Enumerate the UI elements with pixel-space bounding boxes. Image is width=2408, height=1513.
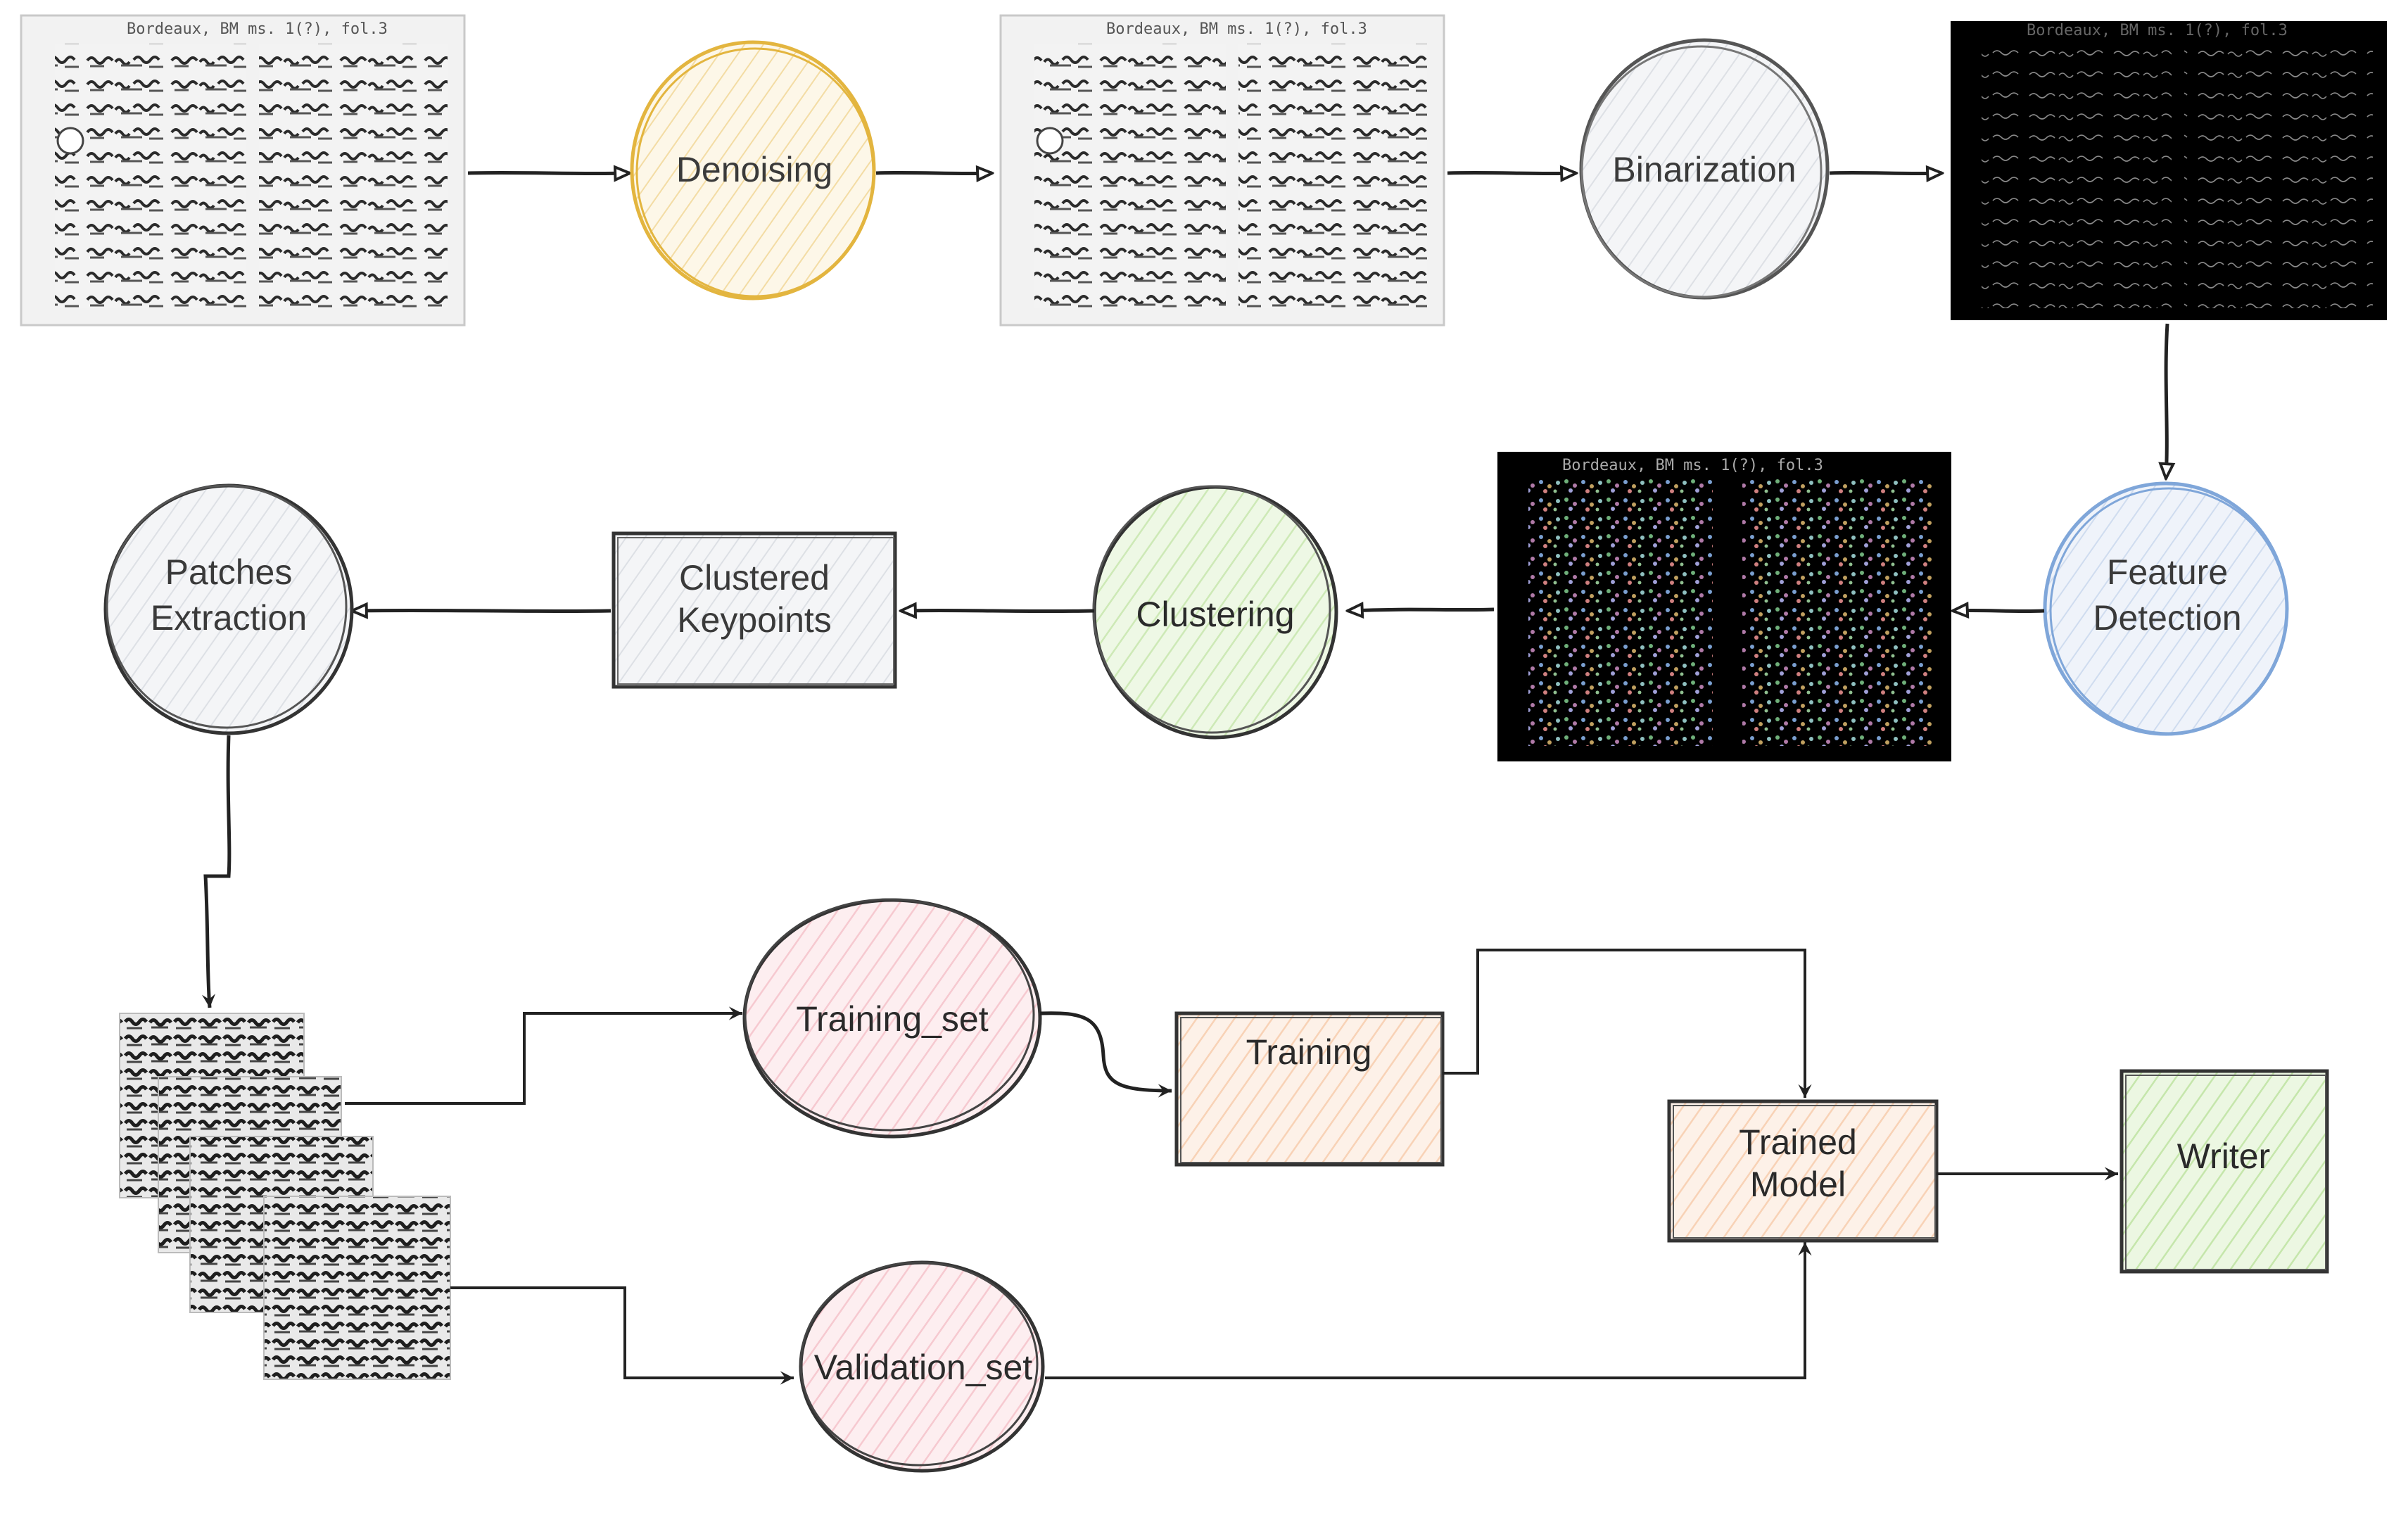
clustering-node: Clustering — [1092, 485, 1338, 740]
keypoints-manuscript-image: Bordeaux, BM ms. 1(?), fol.3 — [1497, 452, 1951, 761]
validation-set-node: Validation_set — [799, 1260, 1045, 1473]
trained-model-label-line2: Model — [1750, 1165, 1846, 1204]
arrow-patches-to-validation-set — [450, 1286, 794, 1385]
arrow-image-to-denoising — [467, 172, 630, 173]
arrow-clustering-to-keypoints — [901, 610, 1095, 611]
clustered-keypoints-box: Clustered Keypoints — [611, 531, 897, 689]
trained-model-box: Trained Model — [1667, 1099, 1939, 1243]
patches-extraction-label-line2: Extraction — [151, 598, 307, 638]
denoised-manuscript-image: Bordeaux, BM ms. 1(?), fol.3 — [999, 14, 1445, 327]
binarization-node: Binarization — [1579, 38, 1830, 300]
binarized-header: Bordeaux, BM ms. 1(?), fol.3 — [2027, 22, 2288, 39]
binarized-manuscript-image: Bordeaux, BM ms. 1(?), fol.3 — [1951, 21, 2387, 320]
training-label: Training — [1246, 1032, 1372, 1072]
writer-box: Writer — [2119, 1069, 2329, 1274]
arrow-patches-to-training-set — [345, 1006, 742, 1105]
trained-model-label-line1: Trained — [1739, 1122, 1857, 1162]
arrow-keypoints-to-patches — [352, 610, 611, 611]
arrow-denoising-to-image — [875, 172, 992, 173]
patches-extraction-label-line1: Patches — [165, 552, 293, 592]
patch-stack-images — [119, 1013, 451, 1380]
arrow-patches-extraction-to-patches — [201, 735, 232, 1008]
patches-extraction-node: Patches Extraction — [103, 483, 354, 735]
binarization-label: Binarization — [1612, 150, 1796, 189]
arrow-training-to-trained-model — [1443, 949, 1812, 1098]
validation-set-label: Validation_set — [814, 1348, 1033, 1387]
training-set-label: Training_set — [796, 999, 988, 1039]
feature-detection-node: Feature Detection — [2043, 481, 2289, 736]
denoising-node: Denoising — [630, 40, 876, 300]
feature-detection-label-line1: Feature — [2107, 552, 2228, 592]
clustered-keypoints-label-line2: Keypoints — [677, 600, 832, 640]
arrow-binarization-to-image — [1829, 172, 1942, 173]
feature-detection-label-line2: Detection — [2093, 598, 2241, 638]
arrow-validation-to-trained-model — [1045, 1242, 1812, 1379]
writer-label: Writer — [2177, 1137, 2270, 1176]
arrow-feature-detection-to-image — [1953, 610, 2045, 611]
arrow-image-to-clustering — [1348, 609, 1495, 611]
arrow-training-set-to-training — [1039, 1011, 1172, 1098]
training-box: Training — [1174, 1011, 1445, 1167]
clustering-label: Clustering — [1136, 595, 1294, 634]
denoised-header: Bordeaux, BM ms. 1(?), fol.3 — [1106, 20, 1367, 38]
clustered-keypoints-label-line1: Clustered — [679, 558, 830, 597]
original-manuscript-image: Bordeaux, BM ms. 1(?), fol.3 — [20, 14, 466, 327]
arrow-image-to-feature-detection — [2166, 323, 2167, 479]
manuscript-header: Bordeaux, BM ms. 1(?), fol.3 — [127, 20, 388, 38]
denoising-label: Denoising — [676, 150, 832, 189]
keypoints-header: Bordeaux, BM ms. 1(?), fol.3 — [1562, 457, 1823, 474]
arrow-image-to-binarization — [1447, 172, 1576, 173]
training-set-node: Training_set — [742, 898, 1042, 1139]
